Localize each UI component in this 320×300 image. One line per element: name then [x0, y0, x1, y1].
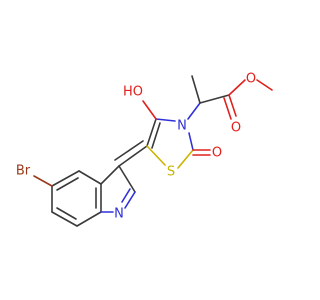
bond [177, 149, 194, 169]
bond [76, 211, 102, 227]
bond [124, 191, 136, 209]
bond [191, 75, 201, 104]
bond [146, 118, 157, 147]
thiazolidine-ring [146, 118, 194, 169]
bond [56, 207, 77, 220]
bond [78, 170, 102, 185]
bond [155, 118, 176, 122]
indole-nitrogen-label: N [114, 207, 124, 222]
indole-pyrrole-ring [100, 165, 136, 213]
molecule-structure-diagram: Br HO N O O O S N [16, 72, 273, 227]
sulfur-atom-label: S [167, 165, 175, 180]
bond [118, 165, 136, 193]
bond [187, 102, 201, 120]
bond [100, 165, 120, 185]
bond [33, 175, 53, 187]
bond [199, 94, 230, 104]
propanoate-side-chain [187, 75, 273, 120]
bromine-atom-label: Br [16, 164, 31, 179]
indole-benzene-ring [51, 170, 102, 227]
bond [118, 145, 148, 167]
bond [228, 79, 246, 96]
ketone-oxygen-label: O [212, 146, 222, 161]
carbonyl-oxygen-label: O [231, 121, 241, 136]
bond [151, 122, 161, 149]
bond [146, 145, 166, 166]
bond [56, 177, 79, 191]
bond [228, 94, 237, 117]
ester-oxygen-label: O [246, 72, 256, 87]
bond [256, 79, 273, 91]
bond [142, 100, 157, 120]
bond [51, 170, 80, 187]
bond [51, 211, 78, 227]
bond [121, 188, 131, 203]
thiazolidine-nitrogen-label: N [177, 119, 187, 134]
bond [223, 97, 232, 120]
bond [188, 132, 194, 151]
methylidene-bridge [114, 140, 148, 167]
bond [114, 140, 144, 161]
hydroxyl-atom-label: HO [123, 85, 143, 100]
